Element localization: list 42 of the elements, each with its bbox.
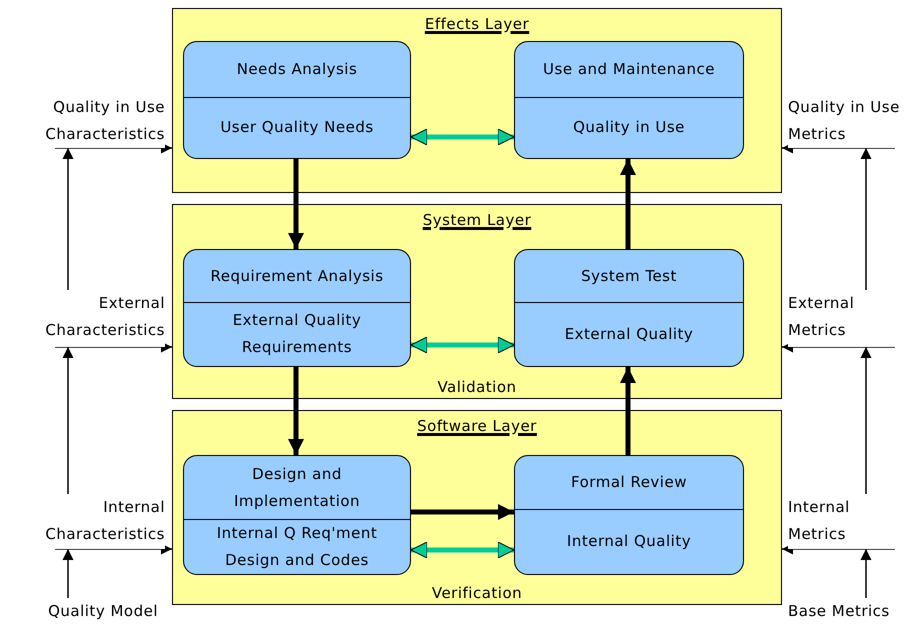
layer-title: Effects Layer <box>424 15 530 33</box>
arrow <box>860 549 872 598</box>
arrow <box>55 342 172 352</box>
box-heading: Design and Implementation <box>232 464 362 512</box>
box-text: Internal Quality <box>566 531 692 552</box>
process-box <box>183 455 411 575</box>
arrow <box>782 342 895 352</box>
layer-panel <box>172 410 782 605</box>
arrow <box>55 142 172 154</box>
arrow <box>288 367 304 455</box>
arrow <box>55 544 172 554</box>
process-box <box>514 455 744 575</box>
box-heading: Needs Analysis <box>236 59 358 80</box>
arrow <box>620 367 636 455</box>
process-box <box>514 41 744 159</box>
box-text: External Quality Requirements <box>232 310 362 358</box>
box-text: External Quality <box>564 324 694 344</box>
arrow <box>62 549 74 598</box>
layer-note: Verification <box>432 584 522 602</box>
box-heading: Use and Maintenance <box>543 59 715 80</box>
arrow <box>782 142 895 154</box>
layer-panel <box>172 204 782 399</box>
arrow <box>411 504 514 520</box>
layer-title: System Layer <box>422 211 532 229</box>
box-heading: Formal Review <box>571 472 687 493</box>
arrow <box>620 159 636 249</box>
process-box <box>514 249 744 367</box>
box-heading: System Test <box>581 266 677 286</box>
layer-panel <box>172 8 782 193</box>
layer-note: Validation <box>437 378 517 396</box>
box-text: Internal Q Req'ment Design and Codes <box>216 522 378 570</box>
process-box <box>183 249 411 367</box>
process-box <box>183 41 411 159</box>
arrow <box>782 544 895 554</box>
layer-title: Software Layer <box>417 417 537 435</box>
double-arrow <box>410 542 514 558</box>
box-text: User Quality Needs <box>220 117 374 138</box>
double-arrow <box>410 128 514 146</box>
arrow <box>288 159 304 249</box>
box-heading: Requirement Analysis <box>210 266 384 286</box>
box-text: Quality in Use <box>573 117 685 138</box>
double-arrow <box>410 336 514 354</box>
